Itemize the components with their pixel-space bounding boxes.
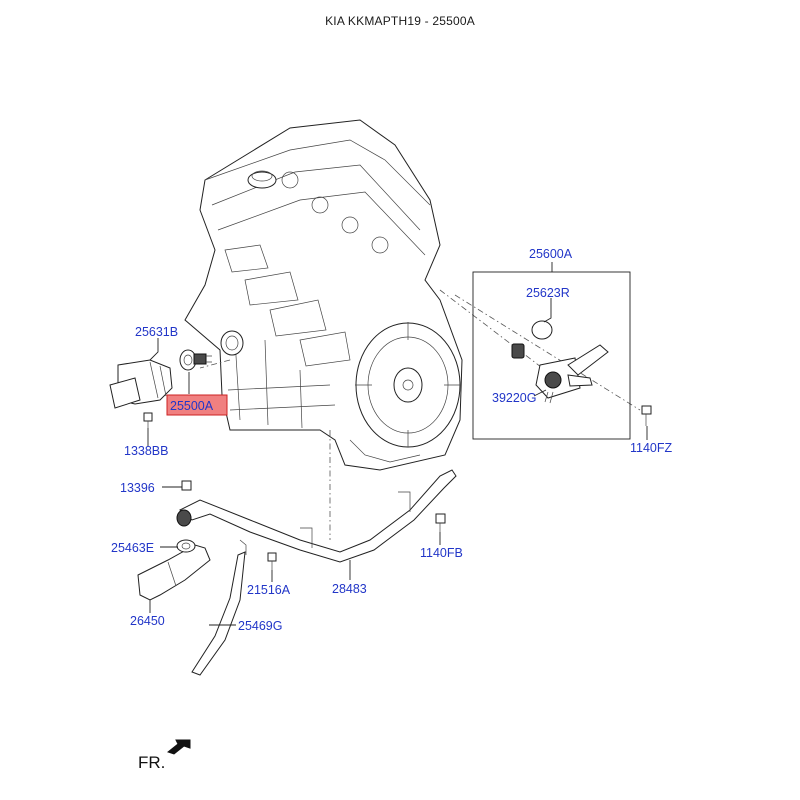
selected-part-highlight xyxy=(166,394,228,416)
bolt-illustration-1140FZ xyxy=(641,405,652,426)
diagram-title: KIA KKMAPTH19 - 25500A xyxy=(325,14,475,28)
label-1338BB[interactable]: 1338BB xyxy=(124,444,168,458)
label-25623R[interactable]: 25623R xyxy=(526,286,570,300)
label-25631B[interactable]: 25631B xyxy=(135,325,178,339)
front-direction-arrow-icon xyxy=(166,739,191,755)
label-25600A[interactable]: 25600A xyxy=(529,247,573,261)
label-28483[interactable]: 28483 xyxy=(332,582,367,596)
label-25469G[interactable]: 25469G xyxy=(238,619,282,633)
label-1140FB[interactable]: 1140FB xyxy=(420,546,463,560)
hose-illustration-25469G xyxy=(191,551,246,676)
coolant-hose-illustration-26450 xyxy=(137,544,211,601)
bolt-illustration-13396 xyxy=(181,480,192,491)
thermostat-illustration xyxy=(179,349,212,371)
label-25463E[interactable]: 25463E xyxy=(111,541,154,555)
thermostat-housing-illustration xyxy=(109,359,173,409)
label-25500A[interactable]: 25500A xyxy=(170,399,214,413)
label-39220G[interactable]: 39220G xyxy=(492,391,536,405)
label-13396[interactable]: 13396 xyxy=(120,481,155,495)
label-1140FZ[interactable]: 1140FZ xyxy=(630,441,673,455)
engine-block-illustration xyxy=(184,119,463,471)
gasket-illustration-25463E xyxy=(176,539,196,553)
coolant-pipe-illustration xyxy=(176,469,457,563)
label-26450[interactable]: 26450 xyxy=(130,614,165,628)
label-21516A[interactable]: 21516A xyxy=(247,583,291,597)
front-direction-label: FR. xyxy=(138,753,165,772)
bolt-illustration-21516A xyxy=(267,552,277,570)
bolt-illustration-1338BB xyxy=(143,412,153,428)
coolant-outlet-illustration xyxy=(511,320,609,404)
assembly-box-25600A xyxy=(472,271,631,440)
bolt-illustration-1140FB xyxy=(435,513,446,532)
